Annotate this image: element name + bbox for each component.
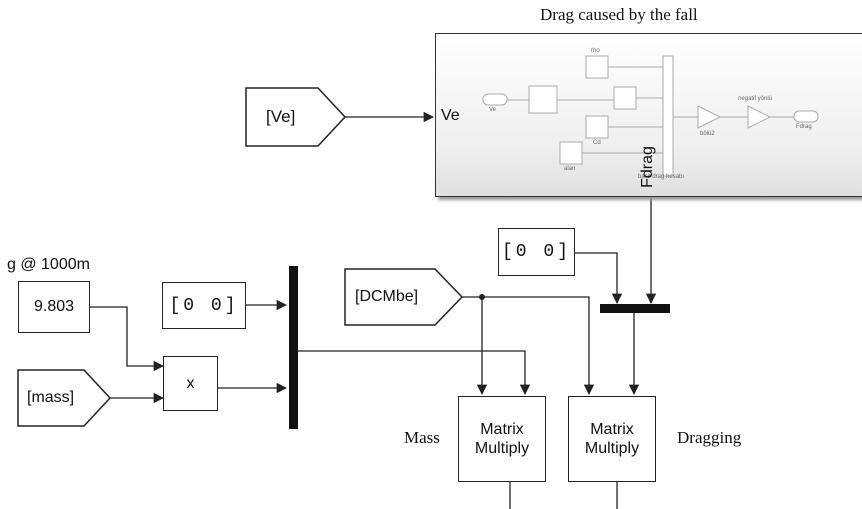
mm-right-line2: Multiply (584, 440, 640, 457)
from-ve-label: [Ve] (266, 107, 296, 126)
inner-rho-label: rho (591, 48, 600, 54)
from-mass-label: [mass] (27, 389, 75, 406)
gravity-label: g @ 1000m (7, 256, 90, 273)
inner-fdrag-label: Fdrag (796, 124, 812, 130)
inner-bolu2-label: bölü2 (700, 131, 715, 137)
product-block[interactable]: x (163, 356, 218, 411)
mux-bar-left[interactable] (289, 266, 298, 429)
inner-ve-label: Ve (489, 107, 497, 113)
mm-left-line1: Matrix (480, 421, 524, 438)
subsystem-inner-diagram (482, 55, 819, 177)
matrix-multiply-dragging-block[interactable]: Matrix Multiply (568, 396, 656, 482)
zero-constant-mid[interactable]: [0 0] (162, 282, 246, 329)
zero-constant-mid-value: [0 0] (169, 295, 239, 316)
subsystem-input-port-label: Ve (441, 107, 460, 124)
from-mass-tag[interactable] (17, 369, 112, 427)
from-ve-tag[interactable] (245, 87, 347, 147)
dragging-block-name: Dragging (677, 428, 742, 447)
inner-negatif-label: negatif yönlü (738, 96, 773, 102)
mux-bar-right[interactable] (600, 304, 670, 313)
zero-constant-top-value: [0 0] (501, 242, 571, 262)
mass-block-name: Mass (404, 428, 440, 447)
drag-subsystem[interactable]: Ve rho Cd alan bölü2 negatif yönlü Fdrag… (435, 33, 862, 197)
mm-left-line2: Multiply (474, 440, 530, 457)
mm-right-line1: Matrix (590, 421, 634, 438)
subsystem-output-port-label: Fdrag (638, 146, 656, 188)
matrix-multiply-mass-block[interactable]: Matrix Multiply (458, 396, 546, 482)
product-symbol: x (186, 374, 195, 392)
inner-cd-label: Cd (593, 140, 601, 146)
inner-alan-label: alan (564, 166, 576, 172)
from-dcmbe-tag[interactable] (344, 268, 464, 326)
zero-constant-top[interactable]: [0 0] (498, 228, 575, 276)
gravity-constant-block[interactable]: 9.803 (18, 281, 90, 333)
from-dcmbe-label: [DCMbe] (355, 288, 419, 305)
gravity-value: 9.803 (33, 298, 75, 315)
subsystem-title: Drag caused by the fall (540, 5, 698, 24)
inner-hesabi-label: basit drag hesabı (638, 174, 685, 180)
